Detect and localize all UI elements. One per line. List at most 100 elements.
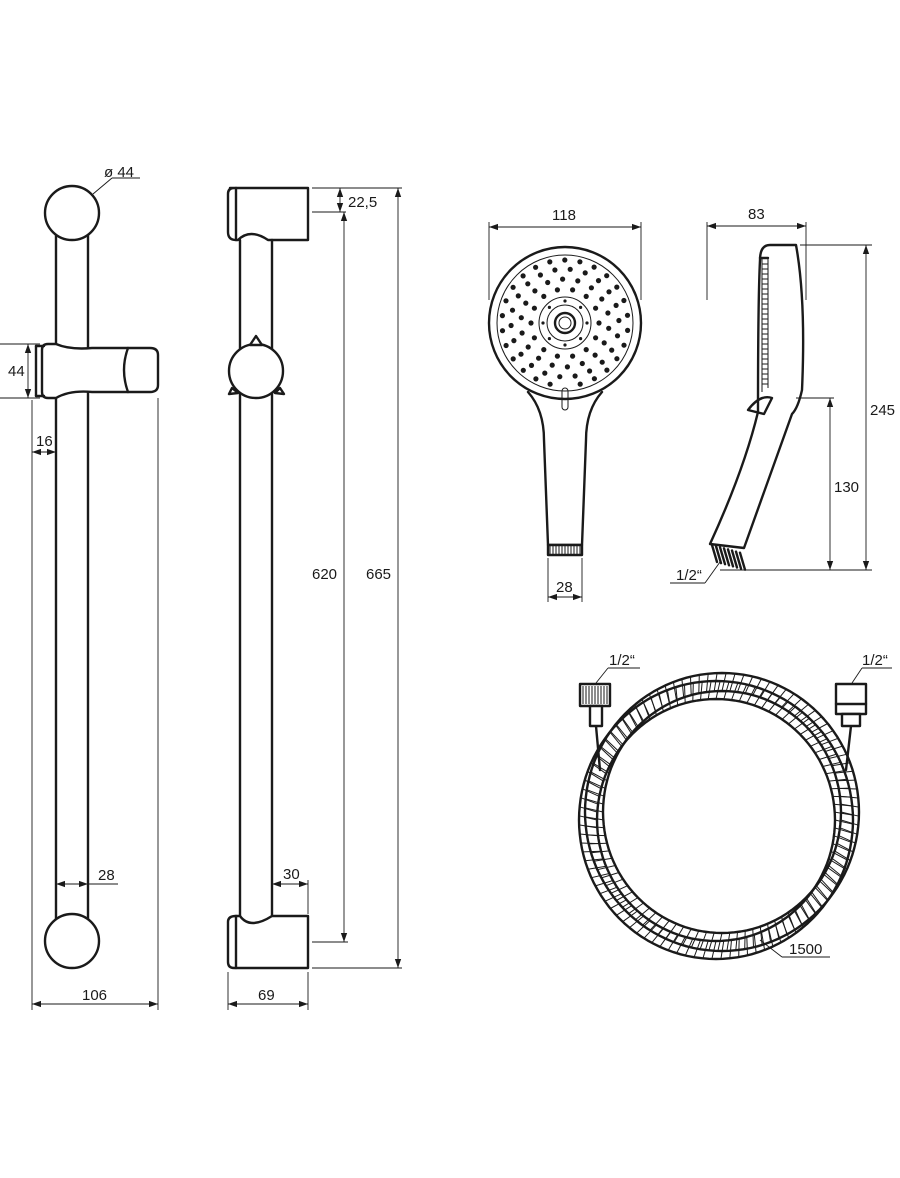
hose-dimensions: 1/2“ 1/2“ 1500 bbox=[595, 652, 892, 958]
hose-segment bbox=[587, 770, 604, 782]
nozzle-hole bbox=[606, 289, 612, 295]
nozzle-hole bbox=[614, 284, 620, 290]
hose-segment bbox=[825, 770, 845, 775]
nozzle-hole bbox=[547, 259, 553, 265]
thread-line bbox=[710, 543, 719, 564]
hose-segment bbox=[642, 702, 651, 720]
nozzle-hole bbox=[570, 353, 576, 359]
nozzle-hole bbox=[537, 272, 544, 278]
nozzle-hole bbox=[587, 368, 593, 374]
hose-segment bbox=[800, 902, 810, 920]
hose-segment bbox=[579, 833, 599, 837]
nozzle-hole bbox=[508, 322, 514, 329]
hose-segment bbox=[605, 738, 620, 752]
dim-connector-width: 28 bbox=[556, 579, 573, 596]
hose-segment bbox=[768, 928, 774, 947]
nozzle-hole bbox=[593, 335, 599, 341]
nozzle-hole bbox=[510, 356, 516, 362]
hose-segment bbox=[723, 681, 730, 700]
nozzle-hole bbox=[541, 293, 547, 299]
hose-segment bbox=[586, 789, 605, 797]
hose-segment bbox=[820, 878, 834, 894]
dim-hose-length: 1500 bbox=[789, 941, 822, 958]
hose-segment bbox=[738, 938, 740, 958]
dim-head-depth: 83 bbox=[748, 206, 765, 223]
nozzle-hole bbox=[554, 287, 561, 293]
nozzle-hole bbox=[614, 356, 620, 362]
hose-segment bbox=[599, 746, 614, 760]
hose-segment bbox=[698, 674, 700, 694]
nozzle-hole bbox=[518, 315, 524, 321]
thread-line bbox=[718, 546, 727, 566]
nozzle-hole bbox=[567, 266, 573, 272]
nozzle-hole bbox=[518, 351, 524, 357]
nozzle-hole bbox=[616, 317, 622, 324]
hose-segment bbox=[761, 931, 766, 951]
nozzle-hole bbox=[557, 374, 563, 380]
hose-segment bbox=[700, 681, 703, 701]
hose-segment bbox=[635, 706, 645, 725]
hose-segment bbox=[582, 788, 600, 797]
hose-segment bbox=[794, 910, 804, 928]
hose-segment bbox=[667, 934, 679, 951]
hose-segment bbox=[834, 827, 853, 834]
hose-segment bbox=[604, 893, 622, 902]
inner-nozzle bbox=[579, 337, 583, 341]
dim-handle-length: 130 bbox=[834, 479, 859, 496]
hose-segment bbox=[814, 745, 833, 754]
inner-nozzle bbox=[547, 305, 552, 309]
hose-segment bbox=[579, 824, 598, 829]
hose-segment bbox=[833, 803, 853, 807]
hose-segment bbox=[578, 815, 598, 821]
nozzle-hole bbox=[509, 307, 516, 313]
nozzle-hole bbox=[592, 352, 598, 358]
hose-segment bbox=[810, 893, 823, 909]
hose-segment bbox=[781, 920, 790, 938]
nozzle-hole bbox=[545, 279, 551, 286]
nozzle-hole bbox=[533, 264, 539, 270]
hose-segment bbox=[591, 873, 610, 879]
hose-segment bbox=[794, 717, 810, 730]
hand-shower-side-icon bbox=[708, 243, 805, 571]
hose-segment bbox=[684, 938, 694, 956]
hose-segment bbox=[621, 717, 633, 733]
hand-shower-front-dimensions: 118 28 bbox=[488, 207, 642, 602]
hose-segment bbox=[720, 940, 725, 959]
hose-segment bbox=[814, 886, 828, 902]
hose-segment bbox=[628, 712, 638, 730]
hose-segment bbox=[584, 807, 604, 813]
hose-segment bbox=[822, 761, 841, 767]
hose-segment bbox=[830, 850, 848, 861]
dim-head-width: 118 bbox=[552, 207, 576, 224]
hose-segment bbox=[580, 797, 599, 805]
hose-segment bbox=[675, 687, 679, 706]
nozzle-hole bbox=[554, 353, 561, 359]
nozzle-hole bbox=[577, 259, 583, 265]
thread-connector bbox=[710, 543, 747, 571]
nozzle-hole bbox=[577, 381, 583, 387]
inner-nozzle bbox=[563, 299, 567, 303]
nozzle-hole bbox=[625, 327, 631, 333]
hose-segment bbox=[666, 689, 671, 709]
hose-segment bbox=[621, 718, 633, 735]
hose-segment bbox=[600, 746, 616, 759]
dim-length-665: 665 bbox=[366, 566, 391, 583]
dim-depth: 69 bbox=[258, 987, 275, 1004]
dim-hose-thread-left: 1/2“ bbox=[609, 652, 635, 669]
hose-segment bbox=[735, 931, 738, 951]
nozzle-holes bbox=[499, 257, 631, 387]
hose-segment bbox=[731, 682, 739, 701]
hose-lead-left bbox=[594, 724, 602, 772]
hose-segment bbox=[840, 811, 860, 817]
hose-segment bbox=[615, 723, 628, 739]
nozzle-hole bbox=[604, 273, 610, 279]
thread-line bbox=[734, 550, 743, 570]
nozzle-hole bbox=[591, 376, 598, 382]
hose-segment bbox=[658, 693, 664, 712]
nozzle-hole bbox=[583, 293, 589, 299]
inner-nozzle bbox=[563, 343, 567, 347]
hose-segment bbox=[767, 923, 772, 943]
hose-segment bbox=[833, 835, 852, 843]
hose-segment bbox=[651, 928, 664, 944]
nozzle-hole bbox=[560, 276, 566, 282]
